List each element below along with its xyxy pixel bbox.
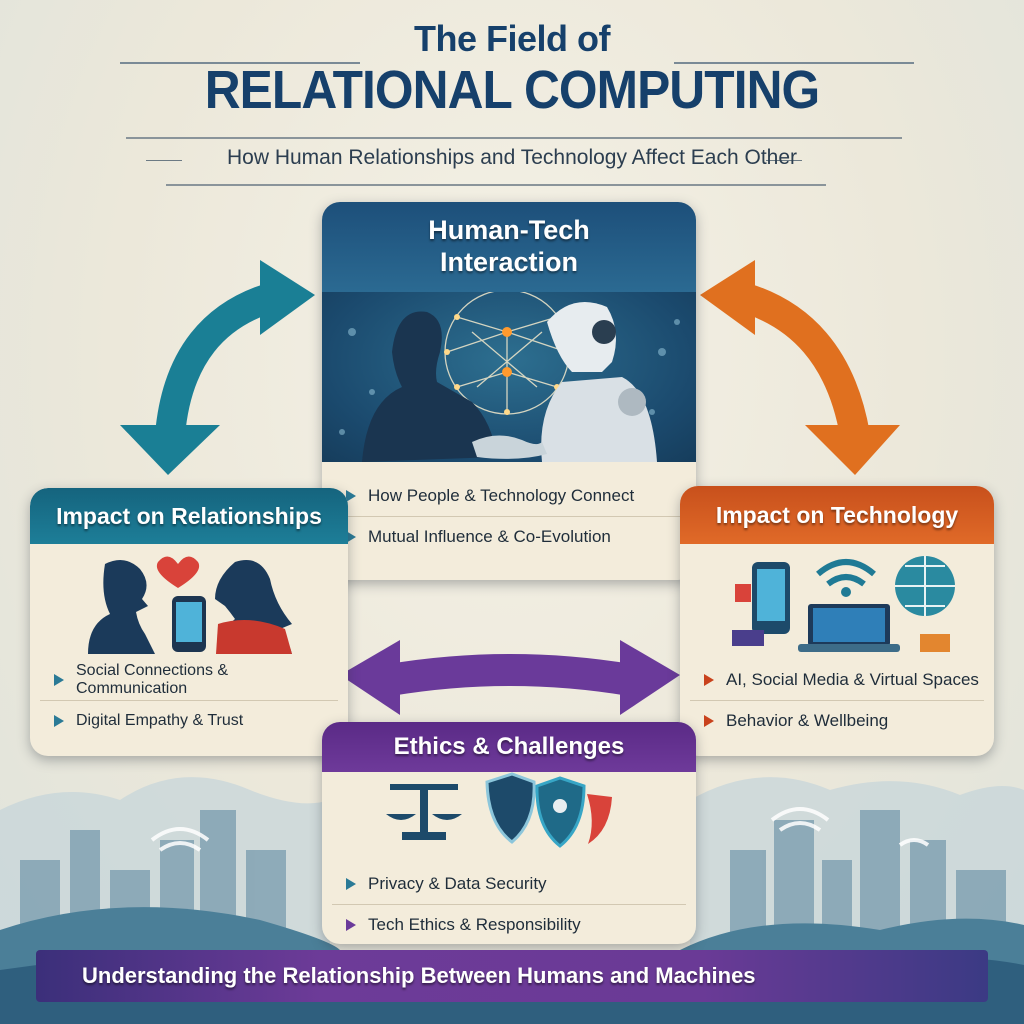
- title-rule-bottom: [166, 184, 826, 186]
- handshake-icon: [472, 435, 547, 459]
- card-center-title-line2: Interaction: [439, 247, 579, 277]
- bullet-item: Privacy & Data Security: [332, 864, 686, 904]
- card-impact-on-technology: Impact on Technology AI, Social Media & …: [680, 486, 994, 756]
- title-rule-top: [126, 137, 902, 139]
- bullet-item: AI, Social Media & Virtual Spaces: [690, 660, 984, 700]
- subtitle-dash-right: [766, 160, 802, 161]
- card-bottom-header: Ethics & Challenges: [322, 722, 696, 772]
- purple-horizontal-double-arrow: [340, 640, 680, 715]
- triangle-bullet-icon: [346, 918, 356, 931]
- triangle-bullet-icon: [346, 878, 356, 890]
- main-title: RELATIONAL COMPUTING: [204, 60, 820, 120]
- couple-with-phone-illustration: [30, 544, 348, 654]
- bullet-item: Digital Empathy & Trust: [40, 700, 338, 740]
- card-human-tech-interaction: Human-Tech Interaction: [322, 202, 696, 580]
- subtitle-dash-left: [146, 160, 182, 161]
- chat-bubble-icon: [920, 634, 950, 652]
- card-center-title-line1: Human-Tech: [428, 215, 590, 245]
- title-divider-left: [120, 62, 360, 64]
- subtitle: How Human Relationships and Technology A…: [226, 146, 798, 169]
- human-silhouette-icon: [362, 311, 497, 462]
- title-line-1: The Field of: [414, 18, 611, 59]
- scales-of-justice-icon: [386, 784, 462, 840]
- bullet-item: How People & Technology Connect: [332, 476, 686, 516]
- card-right-header: Impact on Technology: [680, 486, 994, 544]
- network-globe-icon: [444, 289, 570, 415]
- man-silhouette-icon: [88, 560, 155, 654]
- bullet-item: Social Connections & Communication: [40, 660, 338, 700]
- card-center-bullets: How People & Technology Connect Mutual I…: [322, 462, 696, 556]
- footer-text: Understanding the Relationship Between H…: [82, 963, 756, 988]
- card-ethics-and-challenges: Ethics & Challenges Privacy & Data Secur…: [322, 722, 696, 944]
- triangle-bullet-icon: [54, 714, 64, 727]
- card-center-header: Human-Tech Interaction: [322, 202, 696, 292]
- triangle-bullet-icon: [704, 714, 714, 727]
- card-bottom-bullets: Privacy & Data Security Tech Ethics & Re…: [322, 858, 696, 944]
- heart-icon: [156, 556, 200, 588]
- devices-illustration: [680, 544, 994, 654]
- teal-curved-double-arrow: [120, 260, 315, 475]
- triangle-bullet-icon: [54, 674, 64, 686]
- triangle-bullet-icon: [346, 530, 356, 543]
- footer-banner: Understanding the Relationship Between H…: [36, 950, 988, 1002]
- bullet-item: Tech Ethics & Responsibility: [332, 904, 686, 944]
- card-left-bullets: Social Connections & Communication Digit…: [30, 654, 348, 740]
- card-impact-on-relationships: Impact on Relationships Social Connectio…: [30, 488, 348, 756]
- bullet-item: Behavior & Wellbeing: [690, 700, 984, 740]
- robot-icon: [541, 302, 657, 462]
- ethics-illustration: [322, 772, 696, 858]
- triangle-bullet-icon: [346, 490, 356, 502]
- title-divider-right: [674, 62, 914, 64]
- title-block: The Field of RELATIONAL COMPUTING: [0, 18, 1024, 120]
- shield-icon: [485, 772, 536, 844]
- human-robot-handshake-illustration: [322, 289, 696, 462]
- bullet-item: Mutual Influence & Co-Evolution: [332, 516, 686, 556]
- triangle-bullet-icon: [704, 674, 714, 686]
- card-right-bullets: AI, Social Media & Virtual Spaces Behavi…: [680, 654, 994, 740]
- wifi-icon: [816, 559, 876, 587]
- card-left-header: Impact on Relationships: [30, 488, 348, 544]
- orange-curved-double-arrow: [700, 260, 900, 475]
